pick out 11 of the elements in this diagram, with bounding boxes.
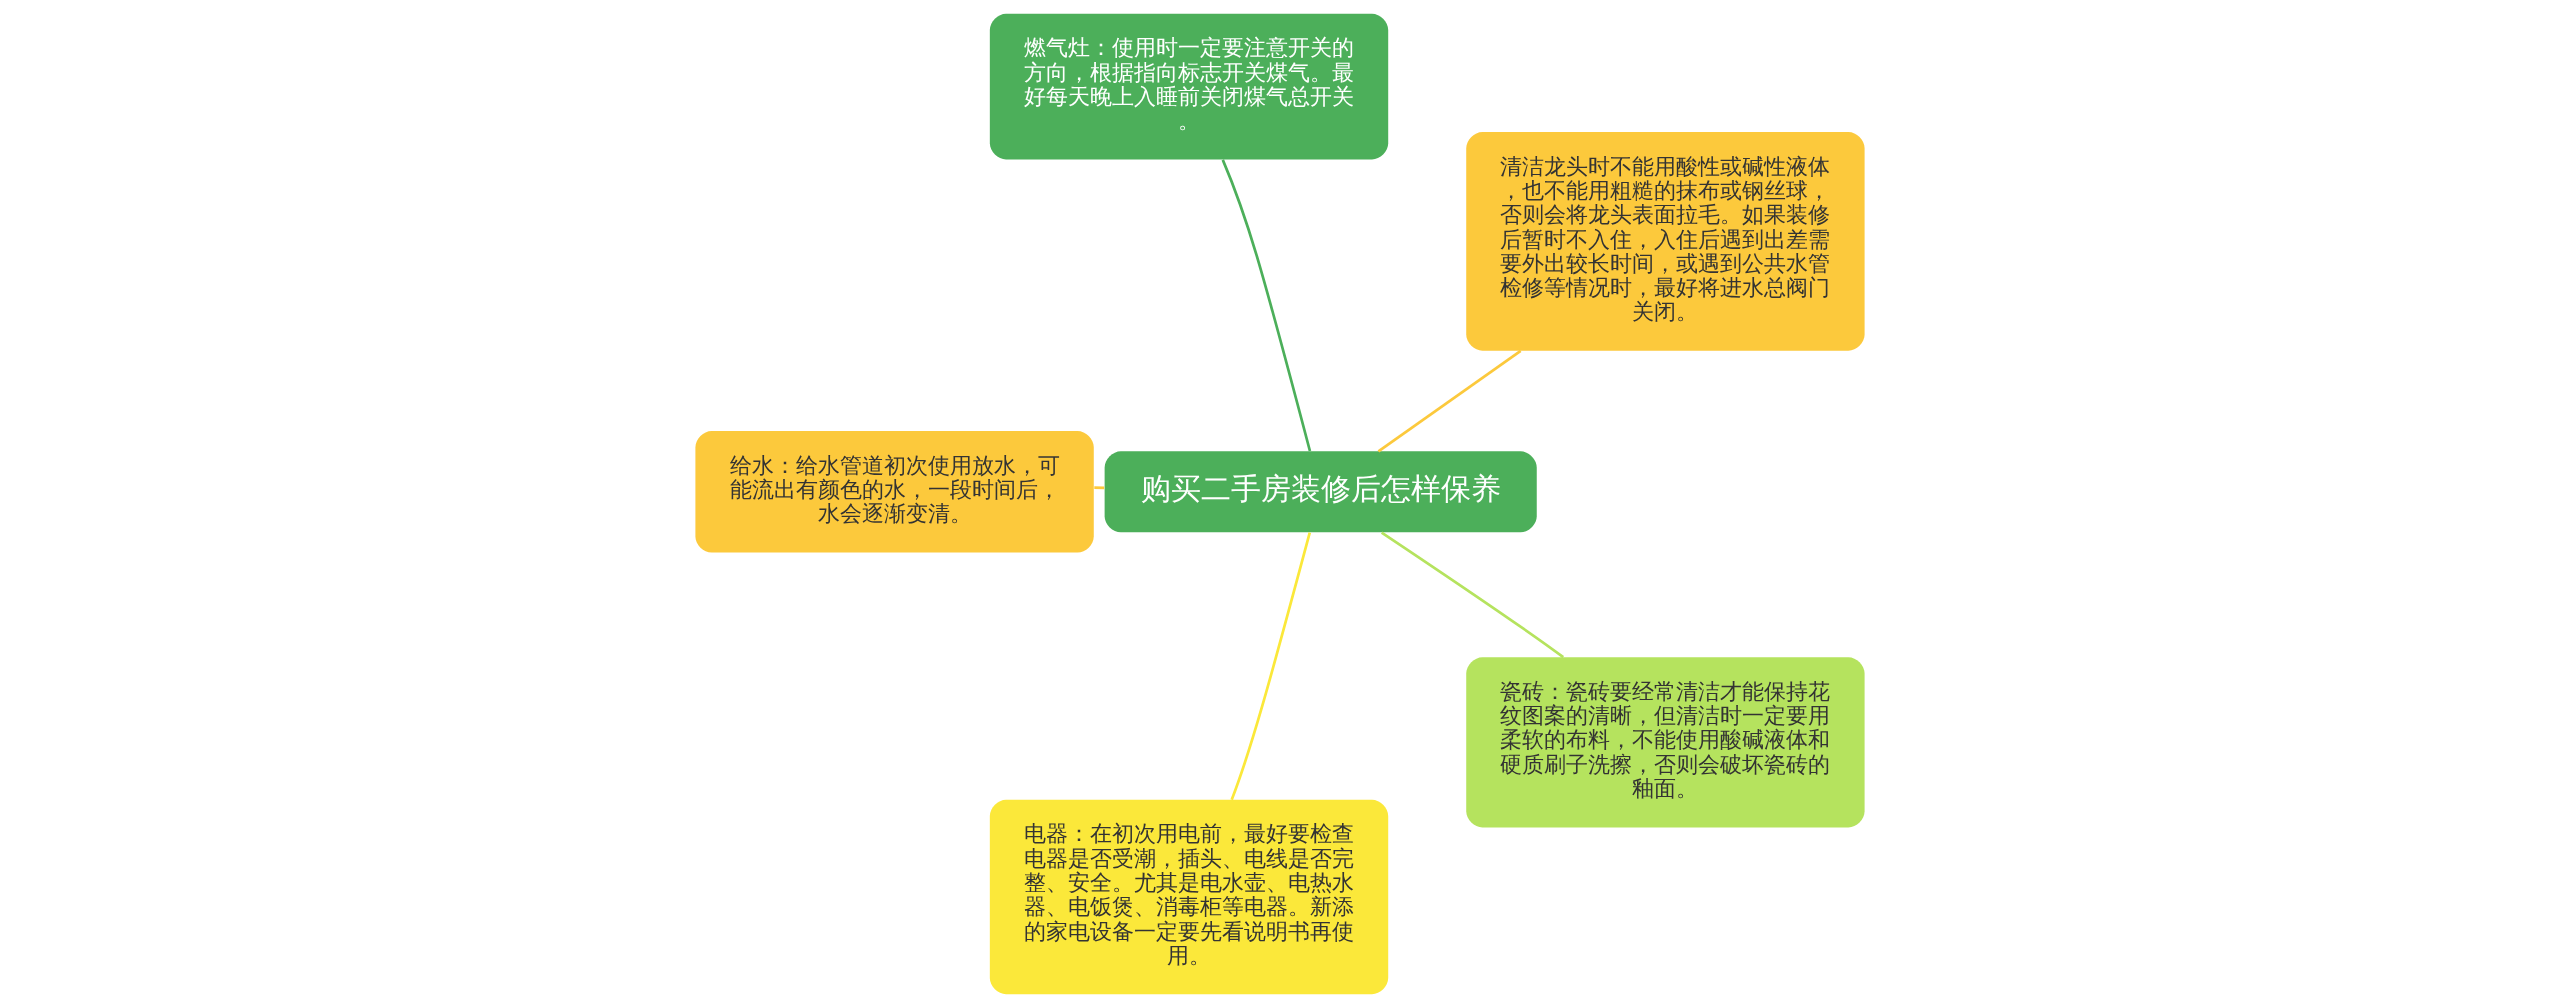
node-box: 给水：给水管道初次使用放水，可能流出有颜色的水，一段时间后，水会逐渐变清。 bbox=[695, 431, 1094, 553]
connector bbox=[1094, 486, 1105, 490]
node-box: 清洁龙头时不能用酸性或碱性液体，也不能用粗糙的抹布或钢丝球，否则会将龙头表面拉毛。如果装修后暂时不入住，入住后遇到出差需要外出较长时间，或遇到公共水管检修等情况时，最好将进水总阀门关闭。 bbox=[1466, 132, 1865, 351]
node-box: 购买二手房装修后怎样保养 bbox=[1104, 451, 1537, 533]
connector bbox=[1221, 159, 1312, 452]
connector bbox=[1377, 349, 1522, 453]
node-box: 电器：在初次用电前，最好要检查电器是否受潮，插头、电线是否完整、安全。尤其是电水壶、电热水器、电饭煲、消毒柜等电器。新添的家电设备一定要先看说明书再使用。 bbox=[989, 799, 1389, 995]
connector bbox=[1230, 532, 1312, 801]
node-box: 瓷砖：瓷砖要经常清洁才能保持花纹图案的清晰，但清洁时一定要用柔软的布料，不能使用酸碱液体和硬质刷子洗擦，否则会破坏瓷砖的釉面。 bbox=[1466, 657, 1865, 828]
connector bbox=[1380, 531, 1565, 659]
node-box: 燃气灶：使用时一定要注意开关的方向，根据指向标志开关煤气。最好每天晚上入睡前关闭煤气总开关。 bbox=[989, 13, 1389, 160]
